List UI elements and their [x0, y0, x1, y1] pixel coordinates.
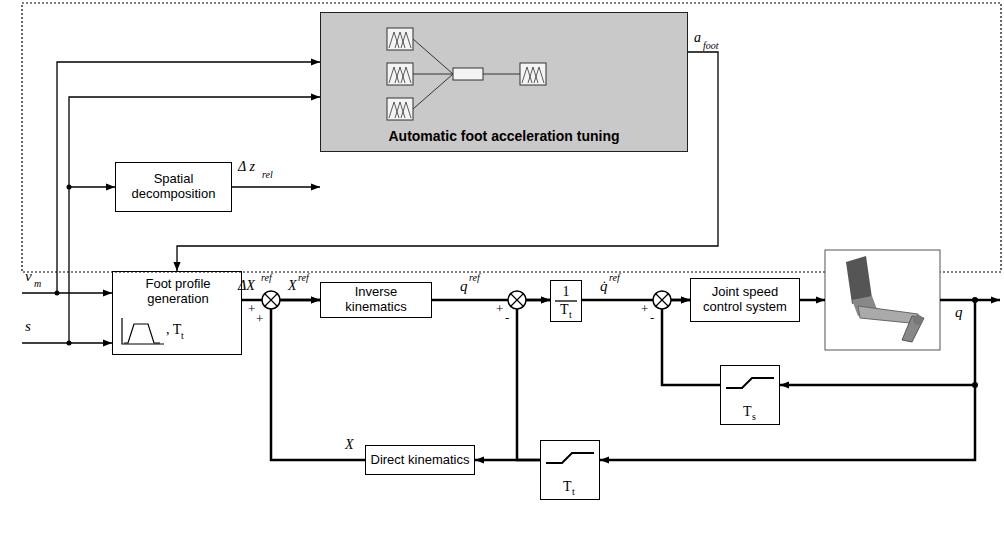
- signal-label: +: [496, 302, 503, 316]
- signal-label: ΔX: [238, 278, 255, 293]
- process-box: Inverse kinematics: [320, 282, 432, 318]
- subscript-label: foot: [703, 40, 719, 51]
- profile-box: Foot profile generation , Tt: [112, 271, 242, 355]
- signal-connector: [232, 186, 320, 187]
- signal-label: X: [345, 437, 354, 452]
- signal-label: X: [288, 278, 297, 293]
- fuzzy-icons: [387, 28, 546, 120]
- node-text: Automatic foot acceleration tuning: [388, 128, 619, 144]
- signal-label: +: [256, 312, 263, 326]
- robot-leg-picture: [825, 250, 940, 350]
- node-text: Foot profile generation: [113, 277, 243, 307]
- node-text: s: [752, 411, 756, 423]
- subscript-label: rel: [262, 169, 273, 180]
- node-text: t: [181, 330, 184, 342]
- process-box: Joint speed control system: [690, 278, 800, 322]
- tuning-block: Automatic foot acceleration tuning: [320, 12, 688, 152]
- fraction-bar: [555, 300, 577, 301]
- subscript-label: ref: [298, 272, 309, 283]
- process-box: Direct kinematics: [365, 445, 475, 475]
- node-text: T: [743, 404, 752, 420]
- subscript-label: ref: [469, 272, 480, 283]
- sampler-box: Tt: [540, 440, 600, 500]
- gain-box: 1Tt: [550, 280, 582, 322]
- trapezoid-profile-icon: [122, 318, 164, 344]
- node-text: T: [560, 302, 569, 318]
- subscript-label: m: [34, 278, 41, 289]
- node-text: t: [569, 309, 572, 321]
- signal-label: q: [460, 278, 468, 295]
- sampler-symbols: [546, 378, 774, 463]
- node-text: Direct kinematics: [371, 453, 470, 468]
- signal-connector: [271, 300, 365, 460]
- node-text: T: [563, 479, 572, 495]
- signal-connector: [177, 52, 718, 271]
- signal-label: q: [955, 304, 963, 321]
- node-text: 1: [551, 284, 581, 300]
- process-box: Spatial decomposition: [115, 162, 232, 212]
- input-wires: [22, 62, 320, 343]
- tuning-block-fill: [320, 12, 688, 152]
- sampler-box: Ts: [720, 365, 780, 425]
- signal-label: -: [505, 311, 509, 325]
- signal-label: s: [25, 318, 31, 335]
- node-text: , T: [166, 322, 181, 338]
- signal-label: +: [641, 302, 648, 316]
- tuning-region: [22, 3, 1001, 272]
- subscript-label: ref: [609, 272, 620, 283]
- node-text: t: [572, 486, 575, 498]
- plant-wires: [600, 300, 1000, 460]
- signal-label: q̇: [600, 278, 608, 295]
- node-text: Joint speed control system: [695, 285, 795, 315]
- signal-label: a: [694, 30, 701, 45]
- subscript-label: ref: [261, 272, 272, 283]
- signal-label: v: [25, 268, 32, 285]
- signal-label: Δ z: [238, 159, 255, 174]
- signal-connector: [517, 300, 550, 460]
- signal-label: -: [650, 311, 654, 325]
- node-text: Inverse kinematics: [325, 285, 427, 315]
- node-text: Spatial decomposition: [120, 172, 227, 202]
- signal-label: +: [248, 302, 255, 316]
